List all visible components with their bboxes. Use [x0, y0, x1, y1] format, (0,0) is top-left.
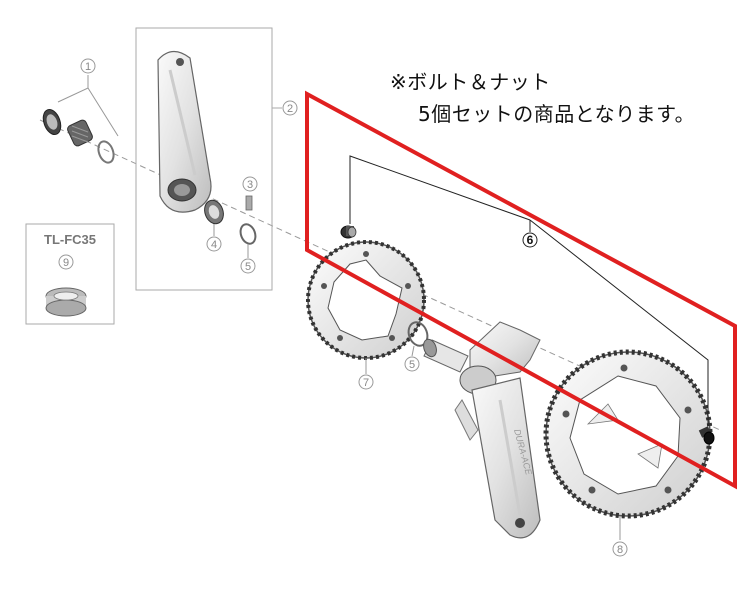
tool-label: TL-FC35 — [44, 232, 96, 247]
nut-icon — [340, 225, 357, 239]
callout-1: 1 — [85, 61, 91, 73]
callout-9: 9 — [63, 257, 69, 269]
part-5-washer-b: 5 — [404, 321, 429, 372]
bolt-icon — [698, 426, 715, 445]
tool-tl-fc35: TL-FC35 9 — [25, 223, 115, 325]
callout-5a: 5 — [245, 261, 251, 273]
callout-7: 7 — [363, 377, 369, 389]
callout-3: 3 — [247, 179, 253, 191]
highlight-frame — [305, 90, 737, 490]
part-8-outer-chainring — [543, 349, 713, 519]
part-2-left-crank: 2 3 4 5 — [135, 27, 298, 291]
note-line-2: 5個セットの商品となります。 — [418, 102, 696, 126]
callout-8: 8 — [617, 544, 623, 556]
callout-2: 2 — [287, 103, 293, 115]
right-crank-spider: DURA-ACE — [423, 321, 541, 539]
callout-6: 6 — [527, 233, 534, 247]
note-line-1: ※ボルト＆ナット — [390, 70, 551, 94]
callout-circle-1 — [80, 58, 96, 74]
callout-5b: 5 — [409, 359, 415, 371]
part-6-bolt-nut: 6 — [340, 155, 715, 445]
part-1-cap-set: 1 — [42, 58, 119, 164]
callout-4: 4 — [211, 239, 217, 251]
part-7-inner-chainring — [306, 240, 426, 360]
